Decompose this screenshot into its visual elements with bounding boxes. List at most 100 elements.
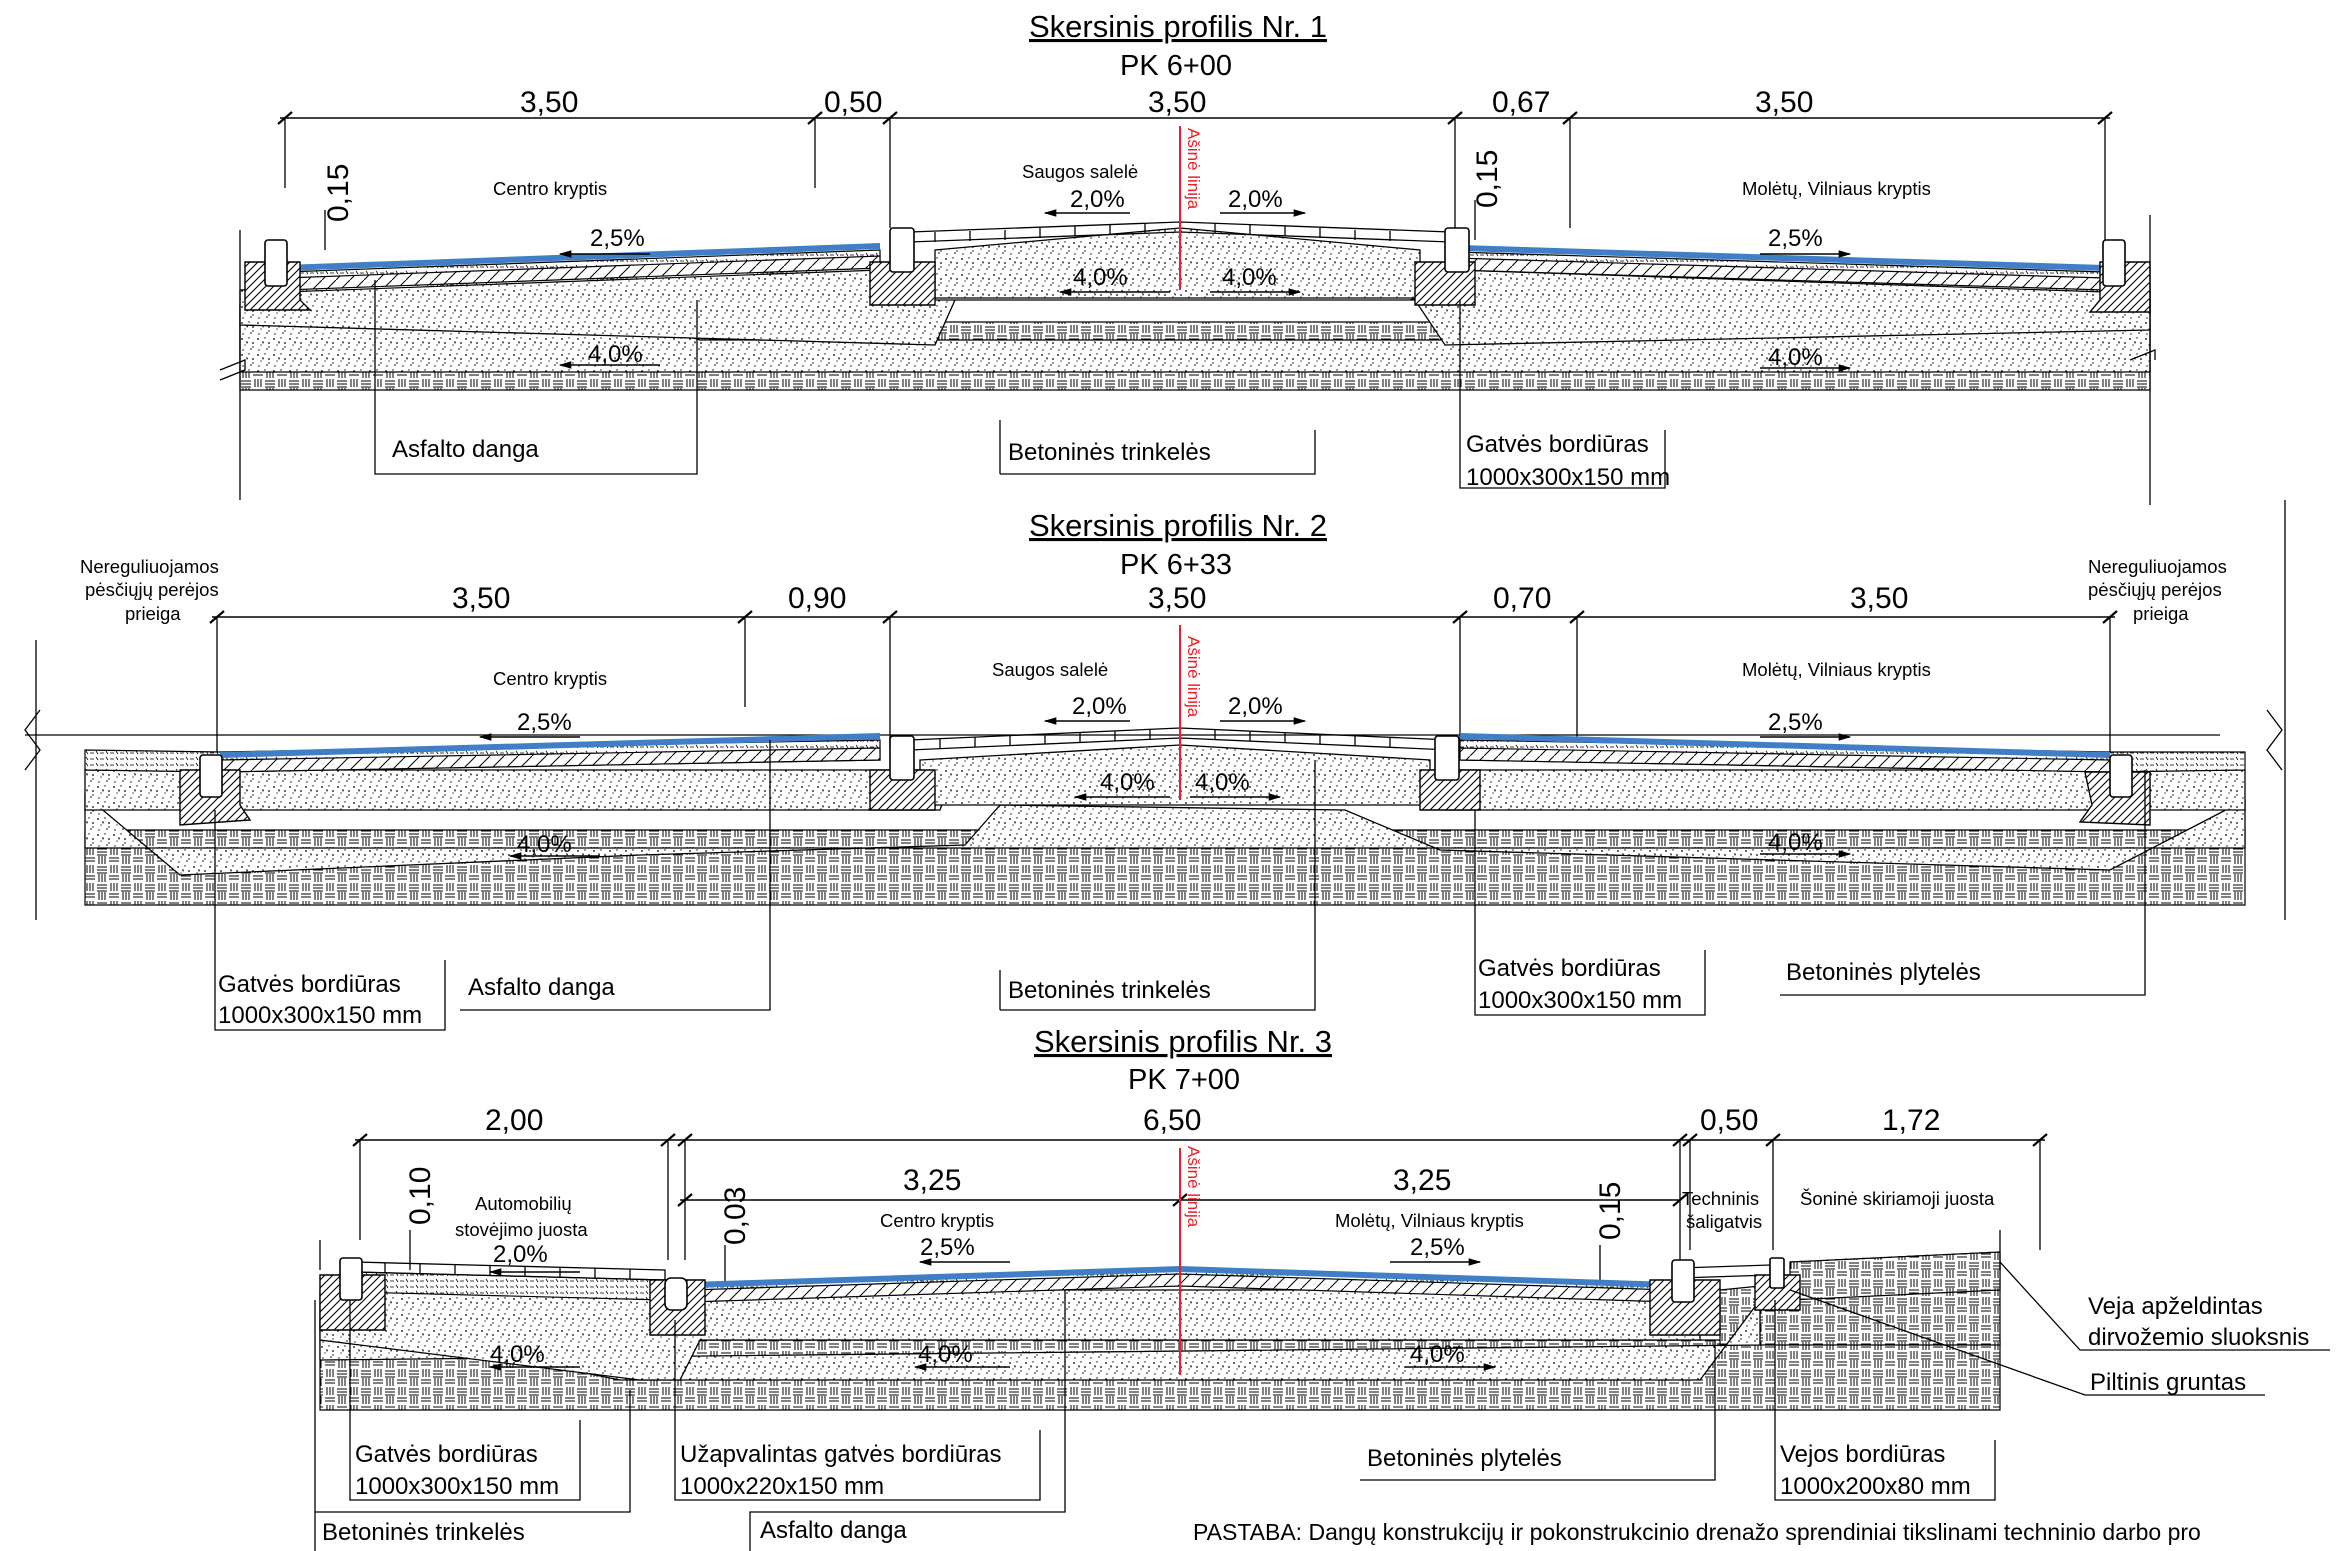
profile-1: Skersinis profilis Nr. 1 PK 6+00 3,50 0,… [219,9,2156,505]
slope-3-sub-left: 4,0% [918,1341,973,1368]
label-3-curb: Gatvės bordiūras [355,1441,538,1468]
side-label-fill: Piltinis gruntas [2090,1369,2246,1396]
slope-1-left: 2,5% [590,225,645,252]
axis-label-1: Ašinė linija [1184,128,1203,210]
curb-foundation-3-c [1649,1279,1721,1336]
slope-1-island-right: 2,0% [1228,186,1283,213]
dim3-parking: 2,00 [485,1104,543,1137]
label-3-tiles: Betoninės plytelės [1367,1445,1562,1472]
label-3-round-curb-size: 1000x220x150 mm [680,1473,884,1500]
vdim3-c: 0,15 [1594,1182,1627,1240]
slope-2-right: 2,5% [1768,709,1823,736]
slope-3-sub-right: 4,0% [1410,1341,1465,1368]
slope-2-sub-left: 4,0% [517,831,572,858]
frost-layer-2 [84,793,2246,876]
slope-1-sub-right: 4,0% [1768,344,1823,371]
curb-foundation-3-a [319,1274,386,1331]
slope-1-base-left: 4,0% [1073,264,1128,291]
label-1-asphalt: Asfalto danga [392,436,539,463]
label-2-curb-right: Gatvės bordiūras [1478,955,1661,982]
vdim-curb-right: 0,15 [1471,150,1504,208]
dim2-gap-left: 0,90 [788,582,846,615]
curb-2-c [1434,735,1460,781]
curb-foundation-3-d [1754,1274,1801,1311]
dim2-island: 3,50 [1148,582,1206,615]
curb-2-a [199,754,223,798]
dim-gap-left: 0,50 [824,86,882,119]
side-label-lawn-2: dirvožemio sluoksnis [2088,1324,2309,1351]
profile-2-pk: PK 6+33 [1120,549,1232,581]
slope-1-island-left: 2,0% [1070,186,1125,213]
direction3-tech-1: Techninis [1682,1188,1759,1209]
crossing-right-1: Nereguliuojamos [2088,556,2227,577]
direction3-tech-2: šaligatvis [1686,1211,1762,1232]
island-bedding-2 [919,744,1431,806]
crossing-right-2: pėsčiųjų perėjos [2088,579,2222,600]
vdim-curb-left: 0,15 [322,164,355,222]
profile-1-pk: PK 6+00 [1120,50,1232,82]
dim-gap-right: 0,67 [1492,86,1550,119]
axis-label-3: Ašinė linija [1184,1146,1203,1228]
dim-lane-right: 3,50 [1755,86,1813,119]
dim2-lane-left: 3,50 [452,582,510,615]
profile-1-dimension-line [277,111,2113,278]
label-2-curb-left-size: 1000x300x150 mm [218,1002,422,1029]
curb-3-b [664,1277,688,1311]
label-3-lawn-curb-size: 1000x200x80 mm [1780,1473,1971,1500]
dim-lane-left: 3,50 [520,86,578,119]
asphalt-surface-2-right [1459,733,2111,758]
label-2-curb-left: Gatvės bordiūras [218,971,401,998]
label-3-curb-size: 1000x300x150 mm [355,1473,559,1500]
curb-3-a [339,1257,363,1301]
curb-3-c [1671,1259,1695,1303]
slope-2-island-right: 2,0% [1228,693,1283,720]
direction-centro: Centro kryptis [493,178,607,199]
label-2-tiles: Betoninės plytelės [1786,959,1981,986]
axis-label-2: Ašinė linija [1184,636,1203,718]
dim3-strip: 1,72 [1882,1104,1940,1137]
profile-3-dimension-line [352,1133,2048,1260]
vdim3-a: 0,10 [404,1167,437,1225]
asphalt-surface-2-left [219,733,881,758]
dim3-lane-right: 3,25 [1393,1164,1451,1197]
dim-island: 3,50 [1148,86,1206,119]
direction3-parking-1: Automobilių [475,1193,572,1214]
profile-1-title: Skersinis profilis Nr. 1 [1029,9,1327,44]
dim2-lane-right: 3,50 [1850,582,1908,615]
label-1-curb: Gatvės bordiūras [1466,431,1649,458]
asphalt-surface-left [284,243,881,271]
crossing-left-3: prieiga [125,603,181,624]
asphalt-surface-right [1459,245,2106,271]
label-2-pavers: Betoninės trinkelės [1008,977,1211,1004]
label-1-pavers: Betoninės trinkelės [1008,439,1211,466]
dim3-sidewalk: 0,50 [1700,1104,1758,1137]
direction3-strip: Šoninė skiriamoji juosta [1800,1188,1995,1209]
crossing-left-1: Nereguliuojamos [80,556,219,577]
profile-3-title: Skersinis profilis Nr. 3 [1034,1024,1332,1059]
slope-2-left: 2,5% [517,709,572,736]
slope-1-base-right: 4,0% [1222,264,1277,291]
direction-moletu: Molėtų, Vilniaus kryptis [1742,178,1931,199]
direction2-island: Saugos salelė [992,659,1108,680]
direction-island: Saugos salelė [1022,161,1138,182]
direction2-moletu: Molėtų, Vilniaus kryptis [1742,659,1931,680]
label-1-curb-size: 1000x300x150 mm [1466,464,1670,491]
vdim3-b: 0,03 [719,1187,752,1245]
label-3-lawn-curb: Vejos bordiūras [1780,1441,1945,1468]
curb-island-right [1444,227,1470,273]
dim3-carriageway: 6,50 [1143,1104,1201,1137]
direction3-moletu: Molėtų, Vilniaus kryptis [1335,1210,1524,1231]
slope-3-parking: 2,0% [493,1241,548,1268]
slope-1-right: 2,5% [1768,225,1823,252]
slope-2-island-left: 2,0% [1072,693,1127,720]
dim3-lane-left: 3,25 [903,1164,961,1197]
direction3-centro: Centro kryptis [880,1210,994,1231]
profile-2-dimension-line [209,610,2118,757]
profile-3: Skersinis profilis Nr. 3 PK 7+00 2,00 6,… [314,1024,2330,1551]
label-3-asphalt: Asfalto danga [760,1517,907,1544]
side-label-lawn-1: Veja apželdintas [2088,1293,2263,1320]
curb-3-d [1769,1257,1785,1289]
slope-1-sub-left: 4,0% [588,341,643,368]
curb-foundation-2-c [1419,769,1481,811]
